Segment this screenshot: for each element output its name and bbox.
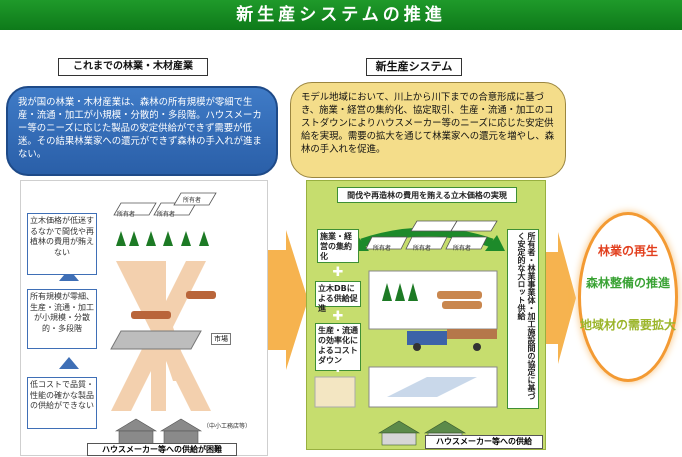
left-diagram-panel: 立木価格が低迷するなかで間伐や再植林の費用が賄えない 所有規模が零細、生産・流通… <box>20 180 268 456</box>
right-description-bubble: モデル地域において、川上から川下までの合意形成に基づき、施業・経営の集約化、協定… <box>290 82 566 178</box>
left-source-note: （中小工務店等） <box>203 423 252 430</box>
right-heading: 新生産システム <box>366 58 462 76</box>
left-note-price: 立木価格が低迷するなかで間伐や再植林の費用が賄えない <box>27 213 97 275</box>
right-owner-label-2: 所有者 <box>413 245 432 252</box>
left-owner-label-3: 所有者 <box>183 197 202 204</box>
plus-icon: ✚ <box>332 265 344 280</box>
outcome-forest-maintenance: 森林整備の推進 <box>585 276 670 290</box>
left-market-label: 市場 <box>211 333 231 345</box>
right-to-outcome-arrow <box>546 232 576 364</box>
right-supply-label: ハウスメーカー等への供給 <box>425 435 543 449</box>
plus-icon-3: ✚ <box>332 361 344 376</box>
outcome-local-timber-demand: 地域材の需要拡大 <box>580 318 677 332</box>
left-description-bubble: 我が国の林業・木材産業は、森林の所有規模が零細で生産・流通・加工が小規模・分散的… <box>6 86 278 176</box>
right-owner-label: 所有者 <box>373 245 392 252</box>
right-flow-graphic <box>314 220 505 446</box>
right-note-cost: 生産・流通の効率化によるコストダウン <box>315 323 361 371</box>
right-note-price: 間伐や再造林の費用を賄える立木価格の実現 <box>337 187 517 203</box>
left-flow-graphic <box>59 192 217 446</box>
left-heading: これまでの林業・木材産業 <box>58 58 208 76</box>
right-vertical-note: 所有者・林業事業体・加工施設間の協定に基づく安定的な大ロット供給 <box>507 229 539 409</box>
right-note-consolidation: 施業・経営の集約化 <box>317 229 359 263</box>
outcome-forestry-revival: 林業の再生 <box>597 244 658 258</box>
page-title: 新生産システムの推進 <box>0 0 682 30</box>
plus-icon-2: ✚ <box>332 309 344 324</box>
outcome-ellipse <box>578 212 678 382</box>
left-note-supply: 低コストで品質・性能の確かな製品の供給ができない <box>27 377 97 429</box>
left-to-right-arrow <box>268 230 308 370</box>
left-supply-label: ハウスメーカー等への供給が困難 <box>87 443 237 456</box>
left-owner-label: 所有者 <box>117 211 136 218</box>
right-note-database: 立木DBによる供給促進 <box>315 281 361 313</box>
right-diagram-panel: 間伐や再造林の費用を賄える立木価格の実現 施業・経営の集約化 ✚ 立木DBによる… <box>306 180 546 450</box>
right-owner-label-3: 所有者 <box>453 245 472 252</box>
left-note-structure: 所有規模が零細、生産・流通・加工が小規模・分散的・多段階 <box>27 289 97 349</box>
left-owner-label-2: 所有者 <box>157 211 176 218</box>
